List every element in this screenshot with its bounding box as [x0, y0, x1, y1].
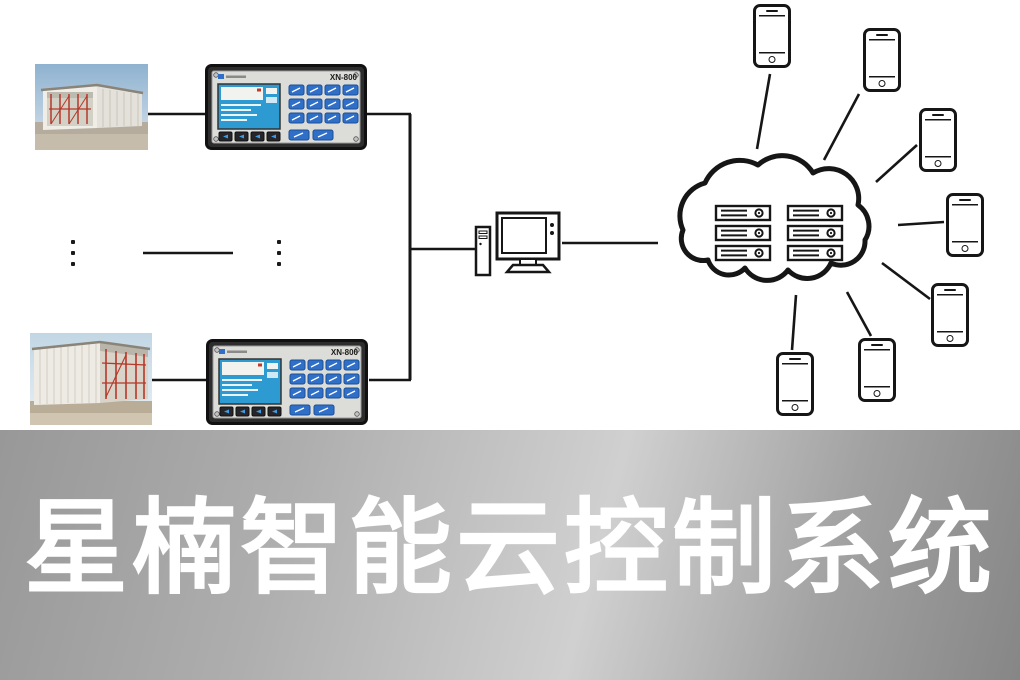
system-title: 星楠智能云控制系统 [23, 491, 996, 607]
monitor-screen [501, 217, 547, 254]
server-icon [786, 224, 844, 242]
server-icon [786, 204, 844, 222]
ellipsis-more-units-left [71, 240, 75, 266]
cloud-phone-line [822, 93, 861, 161]
site-photo-top [35, 64, 148, 150]
controller-model-label: XN-800 [330, 73, 358, 82]
smartphone-icon-3 [919, 108, 957, 172]
site-photo-bottom [30, 333, 152, 425]
server-icon [714, 224, 772, 242]
server-icon [786, 244, 844, 262]
desktop-computer-icon [474, 211, 561, 277]
cloud-icon [677, 153, 872, 283]
title-banner: 星楠智能云控制系统 [0, 430, 1020, 680]
cloud-phone-line [845, 291, 873, 337]
monitor-stand [504, 263, 552, 274]
smartphone-icon-4 [946, 193, 984, 257]
smartphone-icon-2 [863, 28, 901, 92]
cloud-phone-line [875, 144, 918, 183]
server-icon [714, 204, 772, 222]
cloud-phone-line [790, 294, 798, 351]
computer-tower [474, 225, 492, 277]
smartphone-icon-6 [858, 338, 896, 402]
cloud-phone-line [755, 73, 772, 150]
cloud-phone-line [881, 261, 931, 301]
connection-lines [143, 73, 945, 382]
ellipsis-more-units-right [277, 240, 281, 266]
controller-device-1: XN-800 [205, 64, 367, 150]
controller-device-2: XN-800 [206, 339, 368, 425]
smartphone-icon-7 [776, 352, 814, 416]
controller-model-label: XN-800 [331, 348, 359, 357]
server-icon [714, 244, 772, 262]
smartphone-icon-1 [753, 4, 791, 68]
cloud-phone-line [897, 220, 945, 227]
smartphone-icon-5 [931, 283, 969, 347]
